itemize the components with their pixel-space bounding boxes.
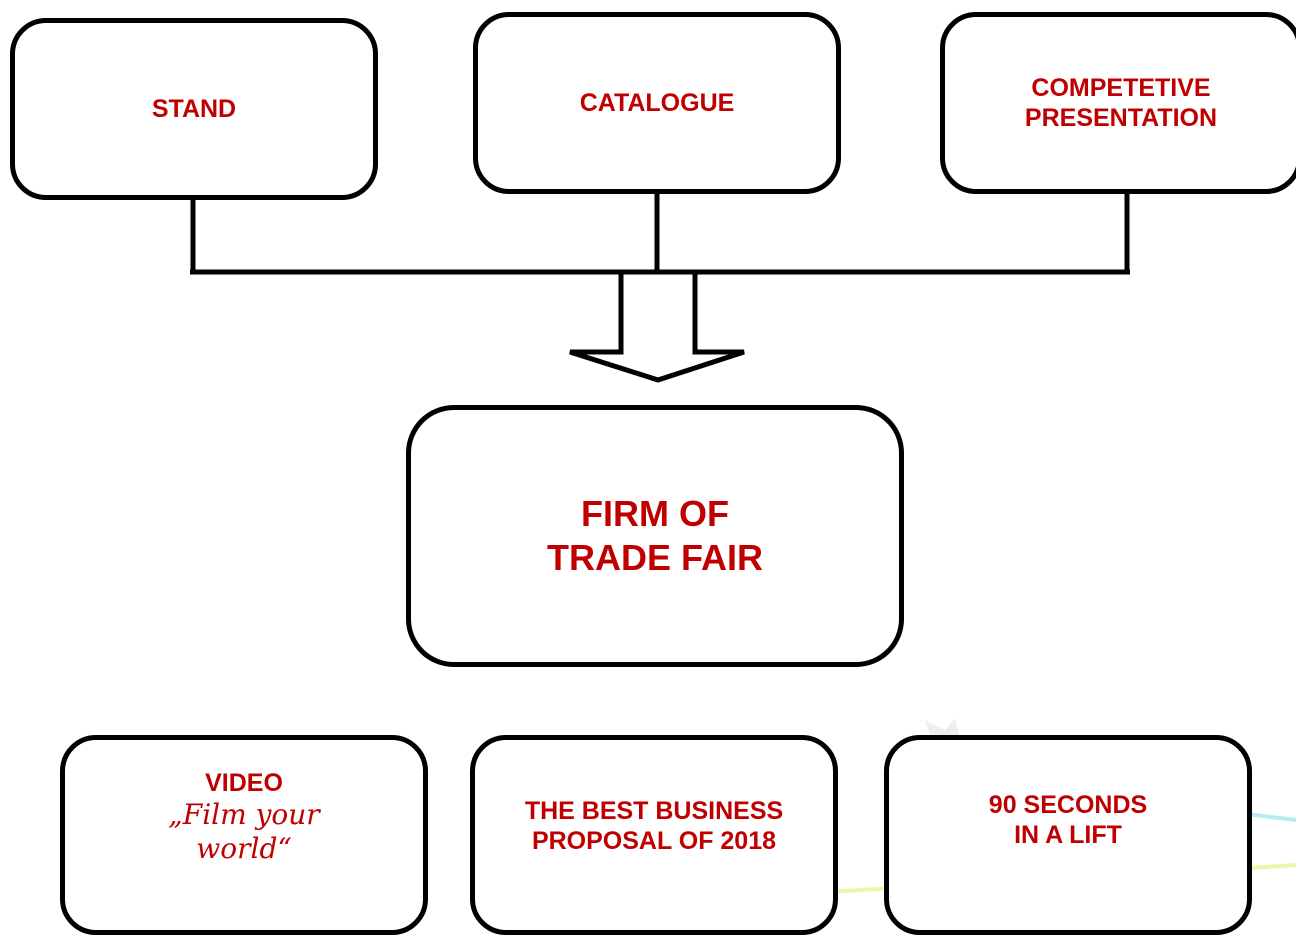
competetive-presentation-label: COMPETETIVE PRESENTATION: [1024, 74, 1218, 132]
connector-diagram: [190, 192, 1130, 383]
video-title: VIDEO: [205, 769, 283, 797]
competetive-presentation-box: COMPETETIVE PRESENTATION: [940, 12, 1296, 194]
firm-of-trade-fair-box: FIRM OF TRADE FAIR: [406, 405, 904, 667]
video-subtitle-line1: „Film your: [168, 798, 320, 831]
catalogue-box: CATALOGUE: [473, 12, 841, 194]
proposal-line2: PROPOSAL OF 2018: [531, 827, 777, 855]
center-title-line2: TRADE FAIR: [547, 537, 763, 578]
video-subtitle-line2: world“: [196, 832, 292, 865]
proposal-line1: THE BEST BUSINESS: [524, 797, 784, 825]
down-arrow-icon: [569, 269, 745, 383]
stand-label: STAND: [151, 95, 237, 123]
stand-box: STAND: [10, 18, 378, 200]
90-seconds-lift-box: 90 SECONDS IN A LIFT: [884, 735, 1252, 935]
center-title-line1: FIRM OF: [581, 493, 729, 534]
connector-lines: [190, 192, 1130, 275]
best-business-proposal-box: THE BEST BUSINESS PROPOSAL OF 2018: [470, 735, 838, 935]
lift-line2: IN A LIFT: [1014, 821, 1122, 849]
video-box: VIDEO „Film your world“: [60, 735, 428, 935]
lift-line1: 90 SECONDS: [988, 791, 1148, 819]
catalogue-label: CATALOGUE: [579, 89, 735, 117]
